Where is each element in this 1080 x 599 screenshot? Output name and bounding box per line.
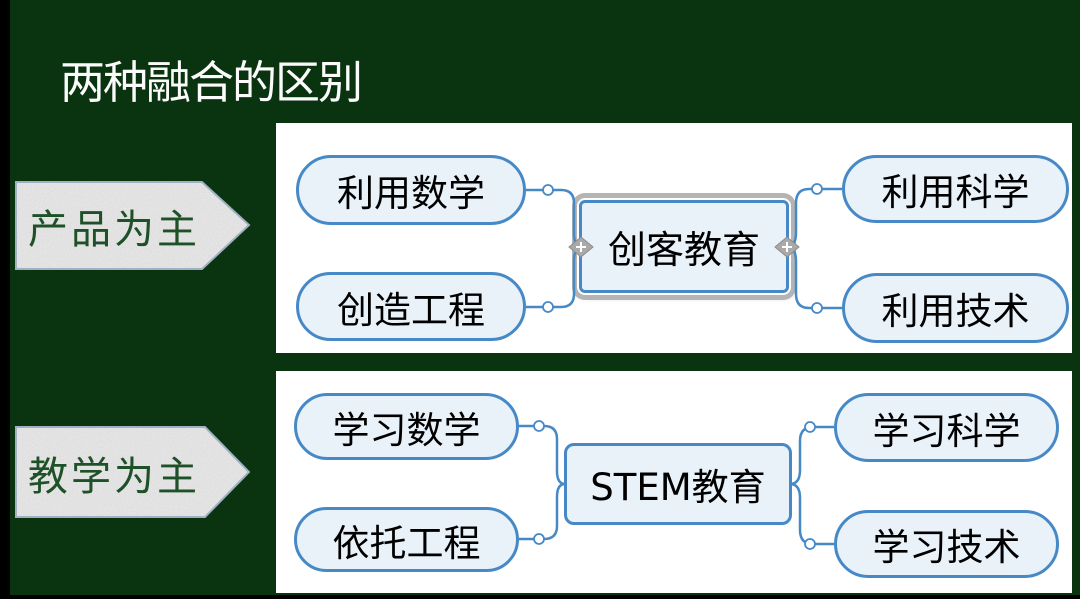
product-first-label: 产品为主 bbox=[28, 207, 200, 253]
connector-dot bbox=[542, 184, 554, 196]
arrow-shape bbox=[15, 426, 251, 518]
left-edge-strip bbox=[0, 0, 10, 599]
teaching-first-arrow: 教学为主 bbox=[15, 426, 251, 519]
mindmap-node-use-technology: 利用技术 bbox=[842, 273, 1069, 343]
mindmap-node-learn-technology: 学习技术 bbox=[834, 510, 1059, 578]
connector-dot bbox=[533, 420, 545, 432]
product-first-arrow: 产品为主 bbox=[15, 181, 251, 271]
connector-dot bbox=[542, 301, 554, 313]
arrow-shape bbox=[15, 181, 251, 270]
stem-education-mindmap-panel: 学习数学 依托工程 STEM教育 学习科学 学习技术 bbox=[276, 371, 1072, 593]
mindmap-node-rely-engineering: 依托工程 bbox=[294, 507, 519, 572]
mindmap-node-use-science: 利用科学 bbox=[842, 155, 1069, 223]
maker-education-mindmap-panel: 利用数学 创造工程 创客教育 利用科学 利用技术 bbox=[276, 123, 1072, 353]
mindmap-center-stem-education: STEM教育 bbox=[564, 443, 792, 525]
mindmap-node-use-math: 利用数学 bbox=[296, 155, 526, 225]
connector-dot bbox=[811, 183, 823, 195]
connector-dot bbox=[804, 421, 816, 433]
mindmap-node-learn-math: 学习数学 bbox=[294, 393, 519, 460]
connector-dot bbox=[804, 538, 816, 550]
bottom-edge-strip bbox=[0, 595, 1080, 599]
mindmap-node-create-engineering: 创造工程 bbox=[296, 272, 526, 341]
teaching-first-label: 教学为主 bbox=[28, 453, 200, 500]
mindmap-node-learn-science: 学习科学 bbox=[834, 393, 1059, 462]
connector-dot bbox=[533, 533, 545, 545]
mindmap-center-maker-education: 创客教育 bbox=[579, 200, 789, 293]
slide-title: 两种融合的区别 bbox=[60, 56, 363, 109]
connector-dot bbox=[811, 302, 823, 314]
